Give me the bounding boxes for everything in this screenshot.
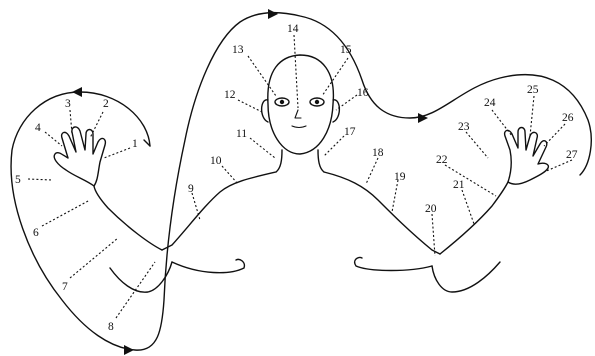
left-shoulder-arm	[161, 171, 277, 251]
label-3: 3	[65, 98, 71, 110]
label-24: 24	[484, 97, 496, 109]
label-27: 27	[566, 149, 578, 161]
right-hand	[503, 126, 550, 185]
label-5: 5	[15, 174, 21, 186]
right-shoulder-arm	[323, 171, 441, 255]
left-underarm	[93, 185, 163, 251]
label-16: 16	[357, 87, 369, 99]
right-inner-arm	[431, 261, 501, 293]
label-4: 4	[35, 122, 41, 134]
trace-hook	[143, 139, 151, 147]
label-21: 21	[453, 179, 465, 191]
label-17: 17	[344, 126, 356, 138]
label-23: 23	[458, 121, 470, 133]
label-13: 13	[232, 44, 244, 56]
nose	[294, 109, 302, 119]
left-eye	[274, 97, 290, 107]
mouth	[291, 125, 307, 129]
neck-right	[317, 149, 325, 173]
right-ear	[332, 99, 341, 123]
trace-path	[10, 11, 592, 351]
left-waist	[171, 258, 246, 274]
number-labels: 1 2 3 4 5 6 7 8 9 10 11 12 13 14 15 16 1…	[15, 23, 578, 333]
label-7: 7	[62, 281, 68, 293]
label-1: 1	[132, 138, 138, 150]
label-20: 20	[425, 203, 437, 215]
label-22: 22	[436, 154, 448, 166]
label-18: 18	[372, 147, 384, 159]
label-12: 12	[224, 89, 236, 101]
label-11: 11	[236, 128, 247, 140]
right-upper-arm	[439, 181, 509, 255]
label-6: 6	[33, 227, 39, 239]
left-hand	[53, 126, 107, 187]
right-pupil	[314, 99, 320, 105]
label-26: 26	[562, 112, 574, 124]
direction-arrow-left	[72, 87, 82, 97]
neck-left	[275, 149, 283, 173]
label-2: 2	[103, 98, 109, 110]
label-25: 25	[527, 84, 539, 96]
head-outline	[267, 54, 335, 155]
label-10: 10	[210, 155, 222, 167]
left-pupil	[279, 99, 285, 105]
label-19: 19	[394, 171, 406, 183]
label-8: 8	[108, 321, 114, 333]
left-ear	[260, 99, 269, 123]
direction-arrow-top	[268, 9, 278, 19]
direction-arrow-right	[418, 113, 428, 123]
right-waist	[353, 256, 433, 272]
left-inner-arm	[109, 261, 173, 293]
label-15: 15	[340, 44, 352, 56]
direction-arrow-bottom	[124, 345, 134, 355]
label-9: 9	[188, 183, 194, 195]
label-14: 14	[287, 23, 299, 35]
right-eye	[309, 97, 325, 107]
leader-lines	[27, 34, 573, 319]
